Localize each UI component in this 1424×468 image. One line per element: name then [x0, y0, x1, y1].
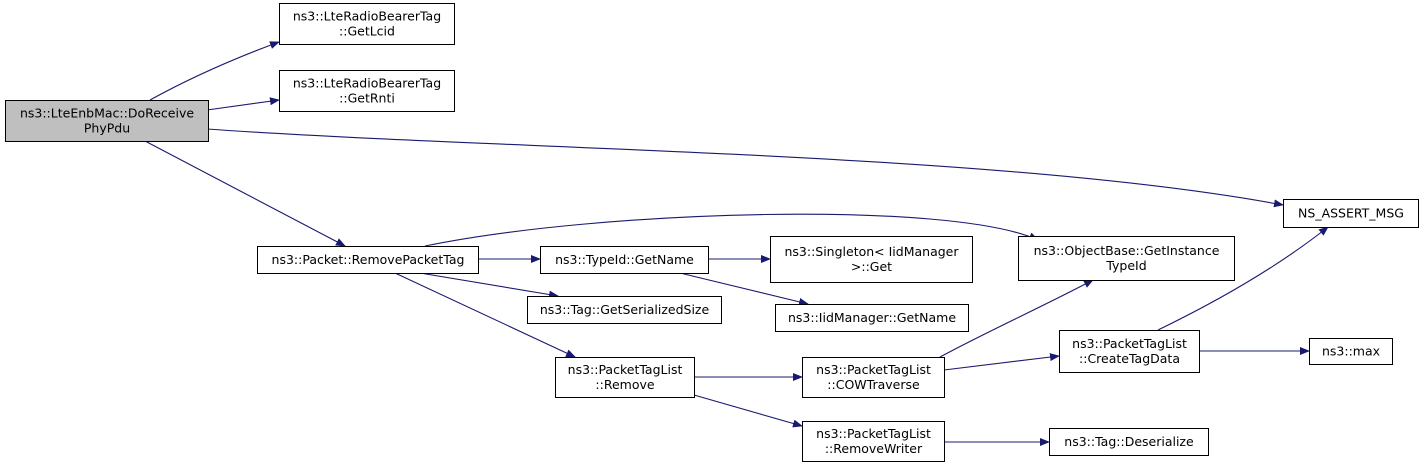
edge-arrow — [943, 353, 1060, 371]
node-ptl_remove[interactable]: ns3::PacketTagList::Remove — [555, 357, 695, 398]
node-box — [527, 296, 722, 324]
node-box — [257, 246, 479, 274]
node-label-line: ns3::ObjectBase::GetInstance — [1034, 243, 1220, 258]
node-label-line: ::GetLcid — [339, 24, 395, 39]
node-box — [770, 236, 973, 283]
node-box — [1309, 338, 1393, 365]
edge-typeid_getname-to-iid_getname — [679, 272, 809, 306]
node-box — [279, 3, 455, 45]
node-label-line: ns3::PacketTagList — [1072, 336, 1187, 351]
node-removepackettag[interactable]: ns3::Packet::RemovePacketTag — [257, 246, 479, 274]
node-typeid_getname[interactable]: ns3::TypeId::GetName — [540, 246, 709, 274]
edge-arrow — [206, 97, 280, 111]
node-label-line: ns3::LteEnbMac::DoReceive — [20, 106, 194, 121]
node-label-line: ns3::PacketTagList — [816, 362, 931, 377]
node-box — [1283, 199, 1419, 228]
edge-cowtraverse-to-createtagdata — [943, 353, 1060, 371]
node-label-line: ::COWTraverse — [827, 377, 920, 392]
edge-arrow — [419, 272, 559, 299]
node-box — [1018, 236, 1235, 281]
edge-removepackettag-to-getserializedsize — [419, 272, 559, 299]
node-label-line: ns3::max — [1322, 344, 1380, 359]
node-box — [279, 70, 455, 112]
edge-root-to-getlcid — [149, 41, 280, 101]
node-label-line: ns3::Tag::GetSerializedSize — [540, 302, 710, 317]
node-box — [1059, 330, 1200, 373]
node-box — [802, 421, 945, 462]
edge-arrow — [1157, 226, 1329, 331]
node-label-line: ns3::TypeId::GetName — [555, 252, 694, 267]
node-label-line: ns3::Singleton< IidManager — [784, 244, 959, 259]
node-label-line: ns3::LteRadioBearerTag — [293, 9, 441, 24]
node-label-line: NS_ASSERT_MSG — [1298, 206, 1404, 221]
edge-removepackettag-to-ptl_remove — [394, 272, 576, 358]
node-iid_getname[interactable]: ns3::IidManager::GetName — [775, 304, 969, 332]
node-label-line: ::CreateTagData — [1079, 351, 1180, 366]
node-label-line: ::RemoveWriter — [825, 441, 923, 456]
node-label-line: ::GetRnti — [339, 91, 395, 106]
edge-removepackettag-to-getinstancetypeid — [424, 213, 1039, 247]
node-max[interactable]: ns3::max — [1309, 338, 1393, 365]
edge-ptl_remove-to-removewriter — [693, 394, 803, 428]
node-getlcid[interactable]: ns3::LteRadioBearerTag::GetLcid — [279, 3, 455, 45]
node-assert[interactable]: NS_ASSERT_MSG — [1283, 199, 1419, 228]
node-createtagdata[interactable]: ns3::PacketTagList::CreateTagData — [1059, 330, 1200, 373]
node-box — [555, 357, 695, 398]
edge-root-to-removepackettag — [144, 140, 346, 247]
edges — [144, 41, 1329, 446]
node-label-line: ns3::Tag::Deserialize — [1064, 434, 1194, 449]
node-label-line: ::Remove — [595, 377, 654, 392]
edge-cowtraverse-to-getinstancetypeid — [939, 279, 1094, 358]
edge-arrow — [693, 394, 803, 428]
node-box — [775, 304, 969, 332]
node-getserializedsize[interactable]: ns3::Tag::GetSerializedSize — [527, 296, 722, 324]
node-singleton_get[interactable]: ns3::Singleton< IidManager>::Get — [770, 236, 973, 283]
node-box — [802, 357, 945, 398]
edge-arrow — [424, 213, 1039, 247]
edge-arrow — [394, 272, 576, 358]
edge-createtagdata-to-assert — [1157, 226, 1329, 331]
node-label-line: TypeId — [1105, 258, 1146, 273]
node-box — [540, 246, 709, 274]
edge-arrow — [144, 140, 346, 247]
node-label-line: >::Get — [851, 259, 892, 274]
node-getrnti[interactable]: ns3::LteRadioBearerTag::GetRnti — [279, 70, 455, 112]
node-removewriter[interactable]: ns3::PacketTagList::RemoveWriter — [802, 421, 945, 462]
node-label-line: ns3::PacketTagList — [816, 426, 931, 441]
node-label-line: ns3::Packet::RemovePacketTag — [272, 252, 465, 267]
edge-arrow — [679, 272, 809, 306]
node-cowtraverse[interactable]: ns3::PacketTagList::COWTraverse — [802, 357, 945, 398]
edge-arrow — [939, 279, 1094, 358]
edge-root-to-assert — [206, 128, 1284, 208]
edge-root-to-getrnti — [206, 97, 280, 111]
node-box — [5, 100, 209, 142]
node-label-line: ns3::PacketTagList — [568, 362, 683, 377]
node-label-line: ns3::LteRadioBearerTag — [293, 76, 441, 91]
edge-arrow — [206, 128, 1284, 208]
node-label-line: ns3::IidManager::GetName — [788, 310, 956, 325]
node-box — [1049, 428, 1209, 456]
edge-arrow — [149, 41, 280, 101]
node-label-line: PhyPdu — [84, 121, 130, 136]
node-deserialize[interactable]: ns3::Tag::Deserialize — [1049, 428, 1209, 456]
